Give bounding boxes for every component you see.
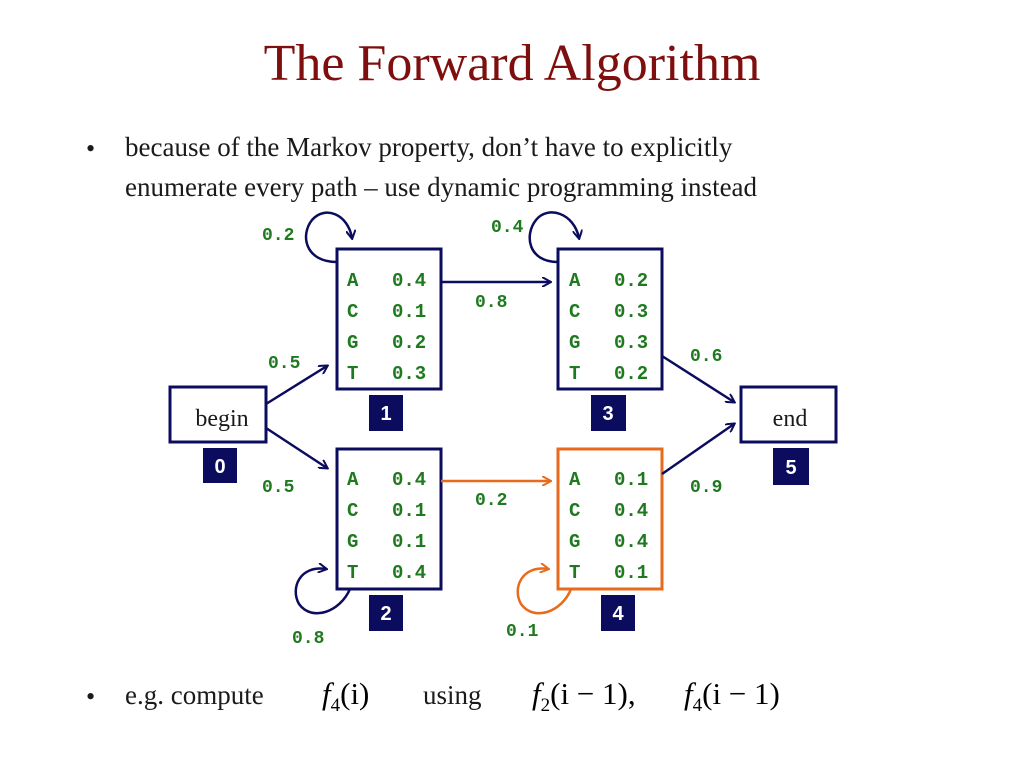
state-2-symbol-G: G (347, 531, 358, 553)
state-4-id: 4 (612, 603, 624, 625)
state-4-symbol-A: A (569, 469, 581, 491)
state-2-prob-T: 0.4 (392, 562, 426, 584)
state-3-id: 3 (602, 403, 613, 425)
formula-term1-arg: (i − 1), (550, 676, 636, 711)
state-3-prob-T: 0.2 (614, 363, 648, 385)
state-4-prob-T: 0.1 (614, 562, 648, 584)
state-3-prob-A: 0.2 (614, 270, 648, 292)
bullet-2-using: using (423, 680, 482, 710)
begin-label: begin (195, 406, 248, 432)
state-1-symbol-T: T (347, 363, 358, 385)
state-3-symbol-G: G (569, 332, 580, 354)
state-3-symbol-T: T (569, 363, 580, 385)
end-label: end (773, 406, 808, 432)
formula-target-arg: (i) (340, 676, 370, 711)
state-4-prob-A: 0.1 (614, 469, 648, 491)
formula-term2-sub: 4 (692, 695, 703, 716)
state-1-symbol-C: C (347, 301, 358, 323)
state-2-id-badge: 2 (369, 595, 403, 631)
state-1-prob-C: 0.1 (392, 301, 426, 323)
bullet-marker-2: • (86, 682, 96, 711)
state-3-prob-G: 0.3 (614, 332, 648, 354)
state-3-symbol-C: C (569, 301, 580, 323)
s4-to-end-label: 0.9 (690, 478, 722, 498)
formula-term-2: f4(i − 1) (684, 676, 780, 715)
state-2-prob-G: 0.1 (392, 531, 426, 553)
s3-to-end-arrow (661, 354, 734, 402)
state-3-box: A 0.2 C 0.3 G 0.3 T 0.2 (556, 247, 664, 391)
bullet-marker-1: • (86, 134, 96, 163)
self-loop-3-arrow (528, 211, 579, 264)
end-id-badge: 5 (773, 448, 809, 485)
formula-term2-arg: (i − 1) (702, 676, 780, 711)
state-1-id: 1 (380, 403, 391, 425)
state-1-box: A 0.4 C 0.1 G 0.2 T 0.3 (335, 247, 443, 391)
begin-id-badge: 0 (203, 448, 237, 483)
self-1-label: 0.2 (262, 226, 294, 246)
self-loop-2-arrow (294, 569, 352, 615)
state-2-prob-C: 0.1 (392, 500, 426, 522)
self-loop-1-arrow (304, 211, 352, 264)
state-4-symbol-T: T (569, 562, 580, 584)
begin-to-1-arrow (265, 366, 327, 406)
formula-term2-f: f (684, 676, 693, 711)
begin-to-2-arrow (265, 426, 327, 468)
formula-term1-sub: 2 (540, 695, 551, 716)
state-4-box: A 0.1 C 0.4 G 0.4 T 0.1 (556, 447, 664, 591)
state-1-prob-G: 0.2 (392, 332, 426, 354)
state-2-box: A 0.4 C 0.1 G 0.1 T 0.4 (335, 447, 443, 591)
begin-to-1-label: 0.5 (268, 354, 300, 374)
state-2-prob-A: 0.4 (392, 469, 426, 491)
self-2-label: 0.8 (292, 629, 324, 649)
state-4-symbol-G: G (569, 531, 580, 553)
self-4-label: 0.1 (506, 622, 539, 642)
state-4-symbol-C: C (569, 500, 580, 522)
s2-to-s4-label: 0.2 (475, 491, 507, 511)
self-loop-4-arrow (516, 569, 573, 615)
begin-state: begin (168, 385, 268, 444)
state-1-id-badge: 1 (369, 395, 403, 431)
s3-to-end-label: 0.6 (690, 347, 722, 367)
state-1-symbol-G: G (347, 332, 358, 354)
end-id: 5 (785, 457, 796, 479)
state-2-symbol-T: T (347, 562, 358, 584)
s4-to-end-arrow (661, 424, 734, 476)
slide-title: The Forward Algorithm (263, 35, 761, 92)
begin-to-2-label: 0.5 (262, 478, 294, 498)
state-1-prob-T: 0.3 (392, 363, 426, 385)
formula-term1-f: f (532, 676, 541, 711)
formula-term-1: f2(i − 1), (532, 676, 636, 715)
end-state: end (739, 385, 838, 444)
bullet-2-prefix: e.g. compute (125, 680, 264, 710)
self-3-label: 0.4 (491, 218, 524, 238)
bullet-1-line-2: enumerate every path – use dynamic progr… (125, 172, 758, 202)
state-2-id: 2 (380, 603, 391, 625)
formula-target-sub: 4 (330, 695, 341, 716)
state-4-prob-C: 0.4 (614, 500, 648, 522)
formula-target: f4(i) (322, 676, 370, 715)
formula-target-f: f (322, 676, 331, 711)
state-1-symbol-A: A (347, 270, 359, 292)
state-1-prob-A: 0.4 (392, 270, 426, 292)
state-2-symbol-C: C (347, 500, 358, 522)
state-4-id-badge: 4 (601, 595, 635, 631)
state-3-symbol-A: A (569, 270, 581, 292)
state-3-id-badge: 3 (591, 395, 626, 431)
bullet-1-line-1: because of the Markov property, don’t ha… (125, 132, 733, 162)
state-4-prob-G: 0.4 (614, 531, 648, 553)
begin-id: 0 (214, 456, 225, 478)
s1-to-s3-label: 0.8 (475, 293, 507, 313)
state-3-prob-C: 0.3 (614, 301, 648, 323)
state-2-symbol-A: A (347, 469, 359, 491)
